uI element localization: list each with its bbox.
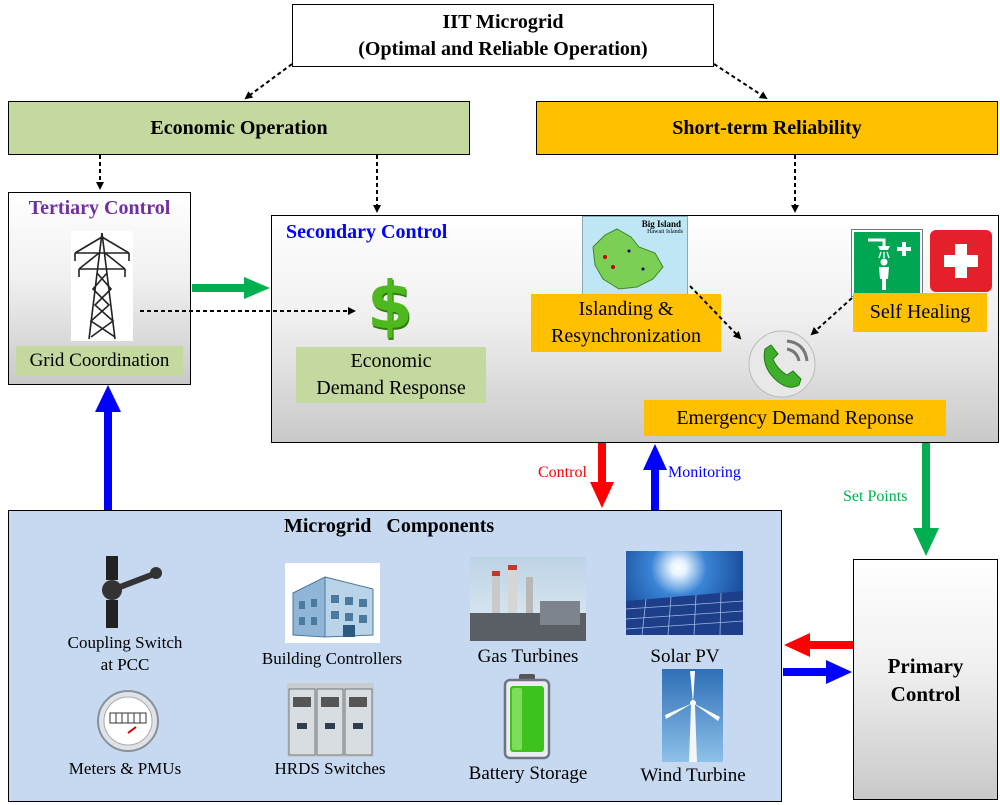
arrow-title-to-economic (244, 63, 293, 100)
grid-coordination-label: Grid Coordination (29, 350, 170, 371)
arrow-primary-to-components (784, 633, 853, 657)
map-title: Big Island (641, 219, 681, 229)
monitoring-label: Monitoring (668, 464, 741, 481)
battery-storage-label: Battery Storage (468, 763, 588, 784)
title-box: IIT Microgrid (Optimal and Reliable Oper… (292, 4, 714, 67)
big-island-map-image: Big Island Hawaii Islands (582, 216, 688, 295)
battery-icon (503, 674, 551, 760)
self-healing-box: Self Healing (853, 293, 987, 332)
economic-operation-box: Economic Operation (8, 101, 470, 155)
arrow-components-to-primary (783, 660, 852, 684)
hrds-switches-label: HRDS Switches (274, 759, 386, 778)
gas-turbines-image (470, 557, 586, 641)
economic-dr-line2: Demand Response (316, 377, 466, 399)
arrow-control-down (590, 443, 614, 508)
arrow-monitoring-up (643, 444, 667, 510)
hrds-switches-image (287, 683, 374, 757)
primary-control-line2: Control (890, 681, 961, 706)
map-subtitle: Hawaii Islands (647, 229, 683, 235)
set-points-label: Set Points (843, 488, 908, 505)
control-label: Control (538, 464, 587, 481)
safety-shower-icon (852, 230, 922, 296)
tertiary-control-box: Tertiary Control Grid Coordination (8, 192, 191, 385)
coupling-switch-line2: at PCC (100, 655, 150, 674)
arrow-title-to-reliability (713, 63, 768, 100)
solar-pv-label: Solar PV (650, 646, 720, 667)
coupling-switch-icon (102, 556, 162, 628)
arrow-components-to-tertiary (95, 385, 121, 510)
red-cross-icon (930, 230, 992, 292)
arrow-tertiary-to-secondary (192, 277, 270, 299)
title-line1: IIT Microgrid (442, 10, 564, 33)
arrow-island-to-phone (689, 285, 742, 340)
emergency-demand-response-box: Emergency Demand Reponse (644, 400, 946, 436)
islanding-line2: Resynchronization (551, 325, 701, 347)
arrow-healing-to-phone (810, 297, 853, 336)
gas-turbines-label: Gas Turbines (477, 646, 579, 667)
islanding-line1: Islanding & (578, 298, 674, 320)
emergency-phone-icon (745, 327, 819, 399)
primary-control-line1: Primary (887, 653, 964, 678)
coupling-switch-line1: Coupling Switch (67, 633, 183, 652)
building-controllers-label: Building Controllers (261, 649, 403, 668)
economic-operation-label: Economic Operation (150, 116, 328, 139)
title-line2: (Optimal and Reliable Operation) (358, 37, 648, 60)
meters-pmus-image (96, 689, 160, 753)
wind-turbine-image (662, 669, 723, 762)
economic-dr-line1: Economic (350, 350, 432, 372)
solar-pv-image (626, 551, 743, 635)
short-term-reliability-box: Short-term Reliability (536, 101, 998, 155)
microgrid-components-title: Microgrid Components (284, 515, 495, 537)
tertiary-control-title: Tertiary Control (28, 197, 171, 219)
primary-control-box: Primary Control (853, 559, 998, 800)
arrow-set-points (913, 443, 939, 556)
secondary-control-title: Secondary Control (286, 221, 448, 243)
dollar-icon: $ (367, 267, 413, 344)
islanding-box: Islanding & Resynchronization (531, 294, 721, 352)
self-healing-label: Self Healing (869, 301, 971, 323)
emergency-dr-label: Emergency Demand Reponse (676, 406, 914, 429)
short-term-reliability-label: Short-term Reliability (672, 116, 862, 139)
economic-demand-response-box: Economic Demand Response (296, 347, 486, 403)
wind-turbine-label: Wind Turbine (640, 765, 746, 786)
transmission-tower-icon (71, 231, 133, 341)
meters-pmus-label: Meters & PMUs (68, 759, 182, 778)
grid-coordination-label-box: Grid Coordination (16, 346, 183, 376)
building-controllers-image (285, 563, 380, 643)
coupling-switch-label: Coupling Switch at PCC (40, 632, 210, 676)
